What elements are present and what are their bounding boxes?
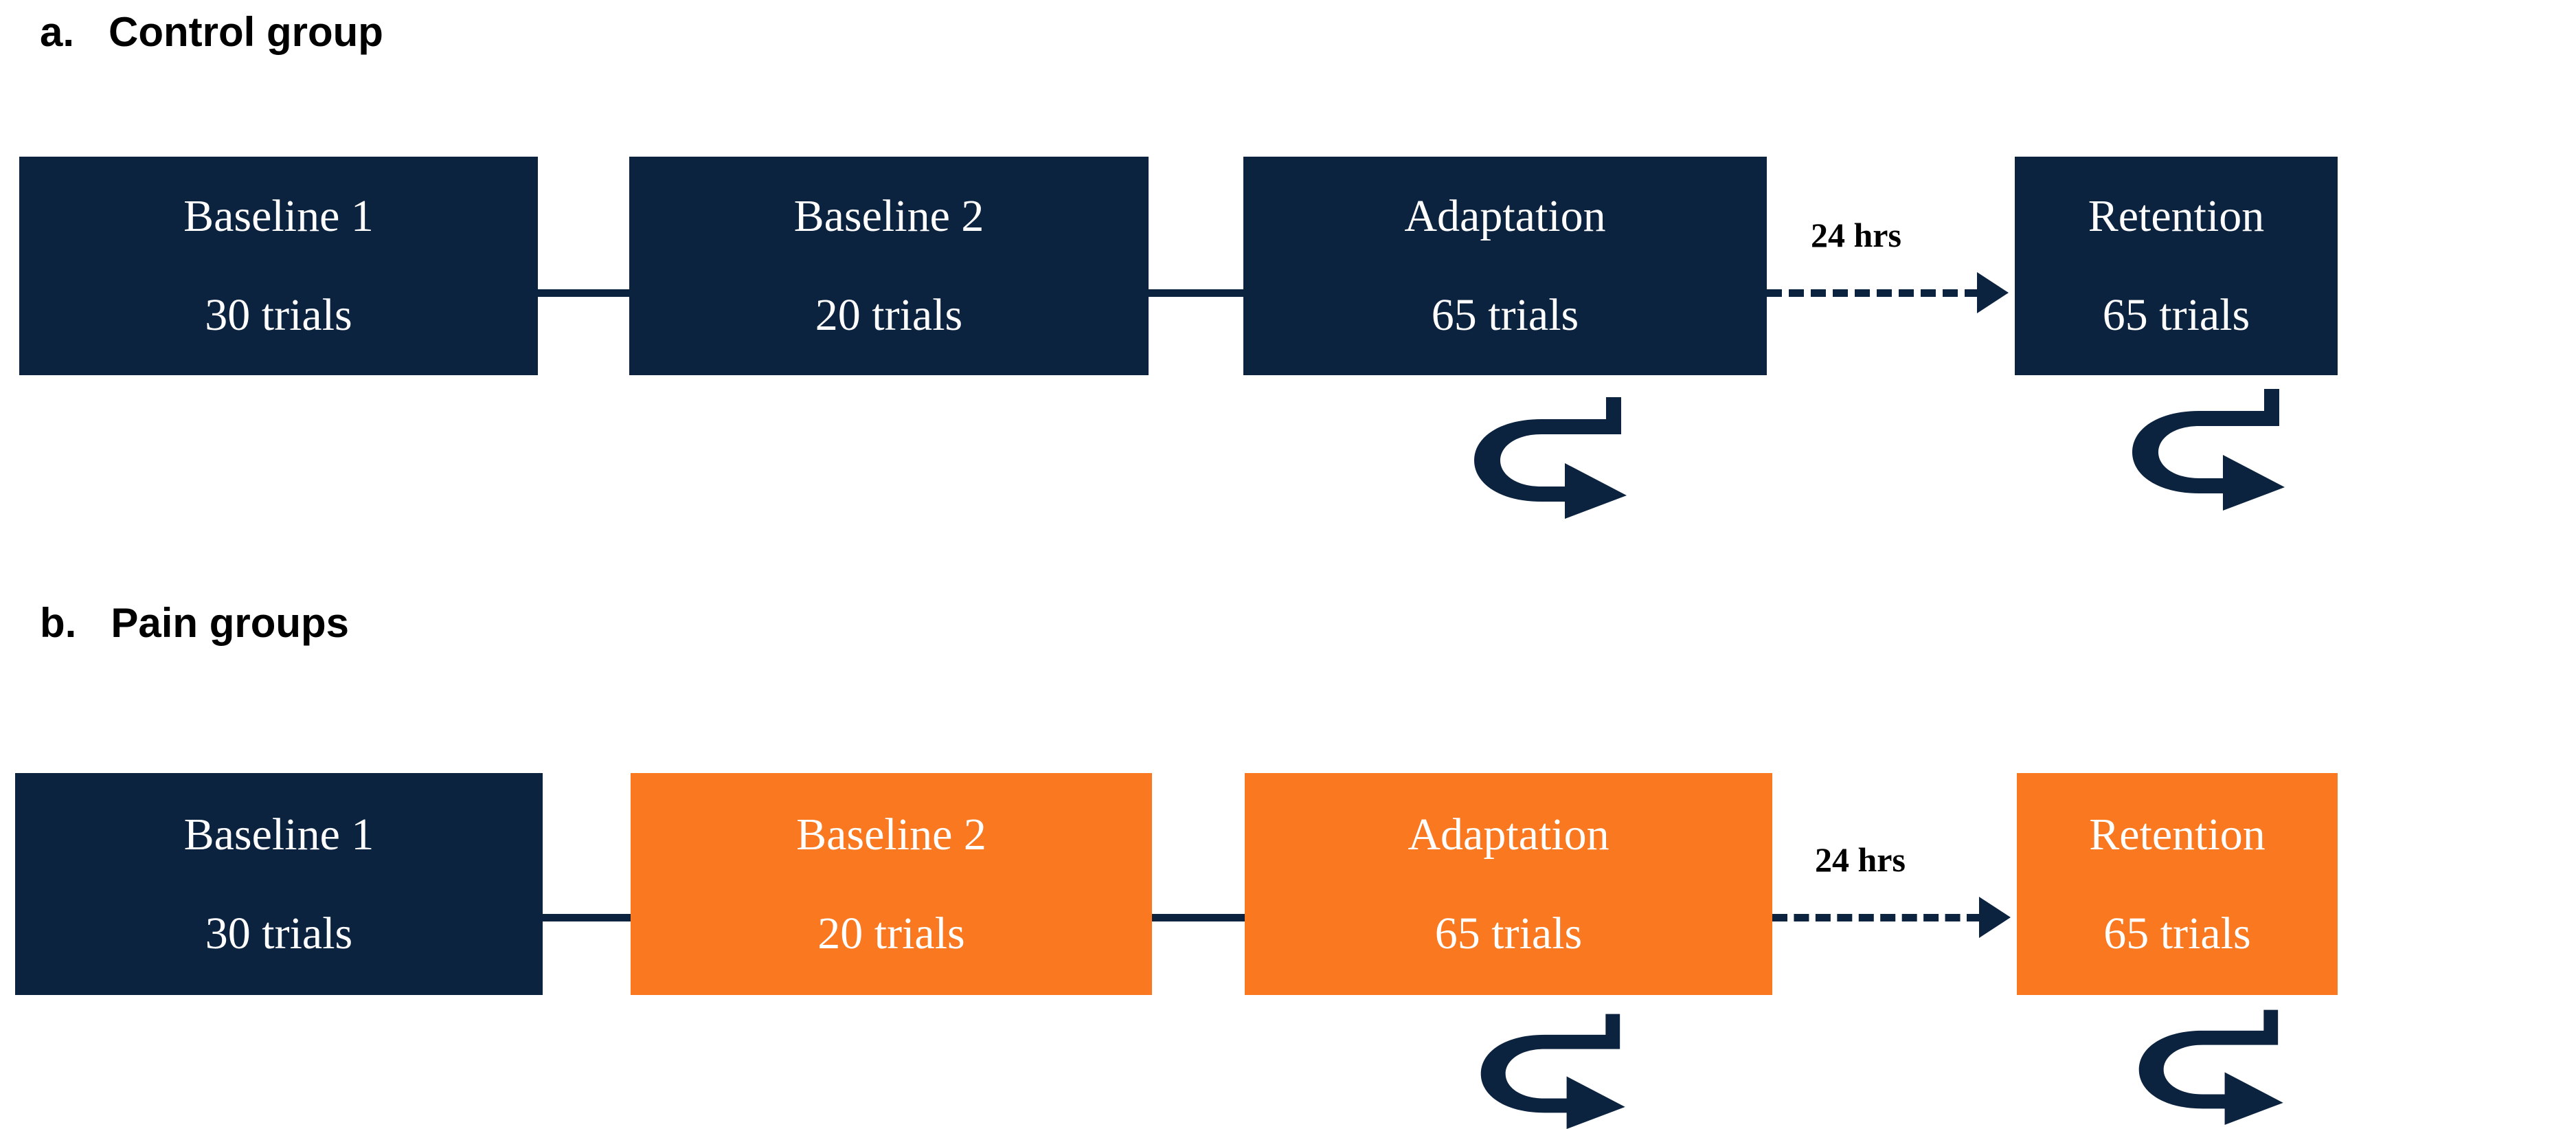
panel-a-letter: a. — [40, 9, 75, 55]
delay-label: 24 hrs — [1811, 216, 1901, 254]
stage-trials: 20 trials — [815, 290, 963, 340]
dashed-line — [1767, 289, 1980, 297]
panel-a-heading: a. Control group — [40, 8, 383, 56]
stage-box-retention[interactable]: Retention 65 trials — [2017, 773, 2338, 995]
panel-b-heading: b. Pain groups — [40, 599, 349, 647]
panel-b-title: Pain groups — [111, 600, 350, 646]
panel-b-letter: b. — [40, 600, 77, 646]
stage-label: Retention — [2089, 809, 2266, 860]
stage-box-baseline-2[interactable]: Baseline 2 20 trials — [629, 157, 1149, 375]
stage-label: Adaptation — [1404, 191, 1606, 241]
stage-trials: 30 trials — [205, 908, 353, 959]
stage-trials: 65 trials — [1434, 908, 1583, 959]
panel-a-title: Control group — [109, 9, 383, 55]
arrowhead-icon — [1977, 272, 2009, 313]
stage-label: Baseline 1 — [183, 191, 374, 241]
connector-baseline1-baseline2 — [538, 289, 629, 297]
dashed-line — [1772, 914, 1982, 921]
stage-box-baseline-2[interactable]: Baseline 2 20 trials — [631, 773, 1152, 995]
connector-baseline1-baseline2 — [543, 914, 631, 921]
arrowhead-icon — [1979, 897, 2011, 938]
u-turn-rotation-arrow-icon — [2132, 389, 2285, 511]
stage-label: Baseline 2 — [796, 809, 986, 860]
stage-trials: 20 trials — [817, 908, 965, 959]
delay-label: 24 hrs — [1815, 840, 1906, 879]
stage-trials: 65 trials — [1431, 290, 1579, 340]
stage-box-adaptation[interactable]: Adaptation 65 trials — [1245, 773, 1772, 995]
stage-label: Baseline 1 — [183, 809, 374, 860]
stage-label: Adaptation — [1408, 809, 1609, 860]
stage-label: Baseline 2 — [793, 191, 984, 241]
u-turn-rotation-arrow-icon — [1480, 1014, 1625, 1129]
stage-trials: 65 trials — [2102, 290, 2250, 340]
connector-baseline2-adaptation — [1152, 914, 1245, 921]
stage-box-baseline-1[interactable]: Baseline 1 30 trials — [15, 773, 543, 995]
stage-box-retention[interactable]: Retention 65 trials — [2015, 157, 2338, 375]
u-turn-rotation-arrow-icon — [1474, 397, 1627, 519]
stage-box-baseline-1[interactable]: Baseline 1 30 trials — [19, 157, 538, 375]
stage-label: Retention — [2088, 191, 2265, 241]
stage-trials: 65 trials — [2103, 908, 2251, 959]
stage-box-adaptation[interactable]: Adaptation 65 trials — [1243, 157, 1767, 375]
stage-trials: 30 trials — [205, 290, 352, 340]
connector-baseline2-adaptation — [1149, 289, 1243, 297]
u-turn-rotation-arrow-icon — [2138, 1009, 2283, 1125]
